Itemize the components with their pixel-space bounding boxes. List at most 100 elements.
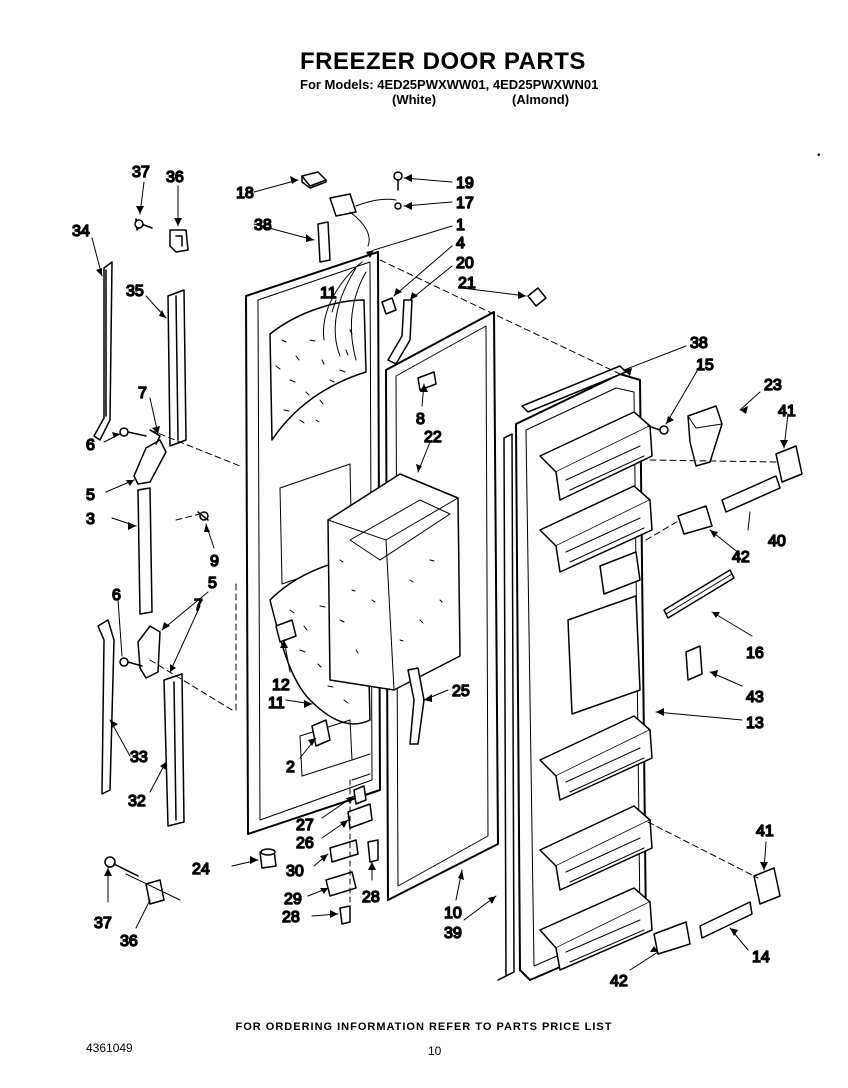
part-hinge-plate-30 [329, 839, 359, 863]
callout-1: 1 [456, 217, 465, 234]
callout-20: 20 [456, 255, 474, 272]
callout-24: 24 [192, 861, 210, 878]
part-trim-33 [97, 619, 115, 795]
callout-34: 34 [72, 223, 90, 240]
part-channel-35 [167, 289, 187, 447]
part-connector-18 [301, 171, 327, 189]
callout-28-left: 28 [282, 909, 300, 926]
callout-6-bottom: 6 [112, 587, 121, 604]
part-hinge-pin-27 [353, 785, 367, 805]
part-screw-9 [197, 511, 209, 521]
callout-19: 19 [456, 175, 474, 192]
part-trim-39 [497, 433, 515, 981]
callout-42-lower: 42 [610, 973, 628, 990]
variant-almond-label: (Almond) [512, 92, 570, 107]
callout-43: 43 [746, 689, 764, 706]
part-hinge-26 [347, 803, 373, 829]
callout-39: 39 [444, 925, 462, 942]
part-cap-41-upper [775, 445, 803, 483]
model-numbers: For Models: 4ED25PWXWW01, 4ED25PWXWN01 [300, 77, 599, 92]
document-number: 4361049 [86, 1041, 133, 1055]
part-screw-28-right [367, 839, 379, 863]
part-shelf-lower-3 [539, 887, 653, 971]
part-screw-15 [647, 425, 669, 435]
part-block-29 [325, 871, 357, 897]
callout-4: 4 [456, 235, 465, 252]
callout-12: 12 [272, 677, 290, 694]
part-screw-6-top [119, 427, 147, 437]
callout-23: 23 [764, 377, 782, 394]
part-shelf-lower-2 [539, 805, 653, 891]
part-dispenser-housing-22 [327, 473, 461, 691]
callout-5-bottom: 5 [208, 575, 217, 592]
part-bar-40 [721, 475, 781, 513]
part-cap-41-lower [753, 867, 781, 905]
callout-3: 3 [86, 511, 95, 528]
part-hinge-12 [275, 619, 297, 643]
part-cap-42-upper [677, 505, 713, 535]
callout-30: 30 [286, 863, 304, 880]
part-plug-21 [527, 287, 547, 307]
ordering-note: FOR ORDERING INFORMATION REFER TO PARTS … [235, 1021, 613, 1033]
callout-7-top: 7 [138, 385, 147, 402]
callout-38-top: 38 [254, 217, 272, 234]
callout-42-upper: 42 [732, 549, 750, 566]
part-screw-37-top [134, 218, 153, 231]
part-badge-8 [417, 371, 437, 391]
part-screw-37-bottom [104, 856, 139, 877]
part-trim-34 [93, 261, 113, 441]
callout-41-lower: 41 [756, 823, 774, 840]
callout-8: 8 [416, 411, 425, 428]
part-clip-4 [381, 297, 397, 315]
callout-2: 2 [286, 759, 295, 776]
page-title: FREEZER DOOR PARTS [300, 48, 586, 75]
callout-18: 18 [236, 185, 254, 202]
part-handle-25 [407, 667, 425, 745]
page-number: 10 [428, 1044, 442, 1058]
callout-11-bottom: 11 [268, 695, 285, 712]
callout-27: 27 [296, 817, 314, 834]
part-washer-17 [394, 202, 402, 210]
part-clip-43 [685, 645, 703, 681]
callout-36-top: 36 [166, 169, 184, 186]
part-shelf-second [539, 485, 653, 573]
callout-5-top: 5 [86, 487, 95, 504]
callout-35: 35 [126, 283, 144, 300]
part-rod-3 [137, 487, 153, 615]
part-screw-28-left [339, 905, 351, 925]
part-bracket-36-bottom [145, 879, 165, 905]
callout-21: 21 [458, 275, 476, 292]
part-bar-16 [663, 569, 735, 619]
callout-7-bottom: 7 [194, 597, 203, 614]
part-bar-14 [699, 901, 753, 939]
callout-22: 22 [424, 429, 442, 446]
part-screw-6-bottom [119, 657, 143, 667]
part-dispenser-block [567, 551, 641, 715]
callout-17: 17 [456, 195, 474, 212]
part-bracket-36-top [169, 229, 189, 253]
part-bushing-24 [259, 848, 277, 869]
callout-25: 25 [452, 683, 470, 700]
callout-41-upper: 41 [778, 403, 796, 420]
callout-40: 40 [768, 533, 786, 550]
callout-37-top: 37 [132, 164, 150, 181]
callout-15: 15 [696, 357, 714, 374]
part-cap-42-lower [653, 921, 691, 955]
callout-16: 16 [746, 645, 764, 662]
callout-11-top: 11 [320, 285, 337, 302]
callout-26: 26 [296, 835, 314, 852]
callout-29: 29 [284, 891, 302, 908]
part-gasket-10 [385, 311, 499, 901]
part-screw-19 [393, 171, 403, 191]
variant-white-label: (White) [392, 92, 437, 107]
part-pin-38-top [317, 221, 331, 263]
leader-arrowheads [96, 174, 788, 952]
callout-28-right: 28 [362, 889, 380, 906]
callout-10: 10 [444, 905, 462, 922]
callout-14: 14 [752, 949, 770, 966]
part-chute-23 [687, 405, 723, 467]
callout-38-right: 38 [690, 335, 708, 352]
part-shelf-lower-1 [539, 715, 653, 801]
callout-13: 13 [746, 715, 764, 732]
